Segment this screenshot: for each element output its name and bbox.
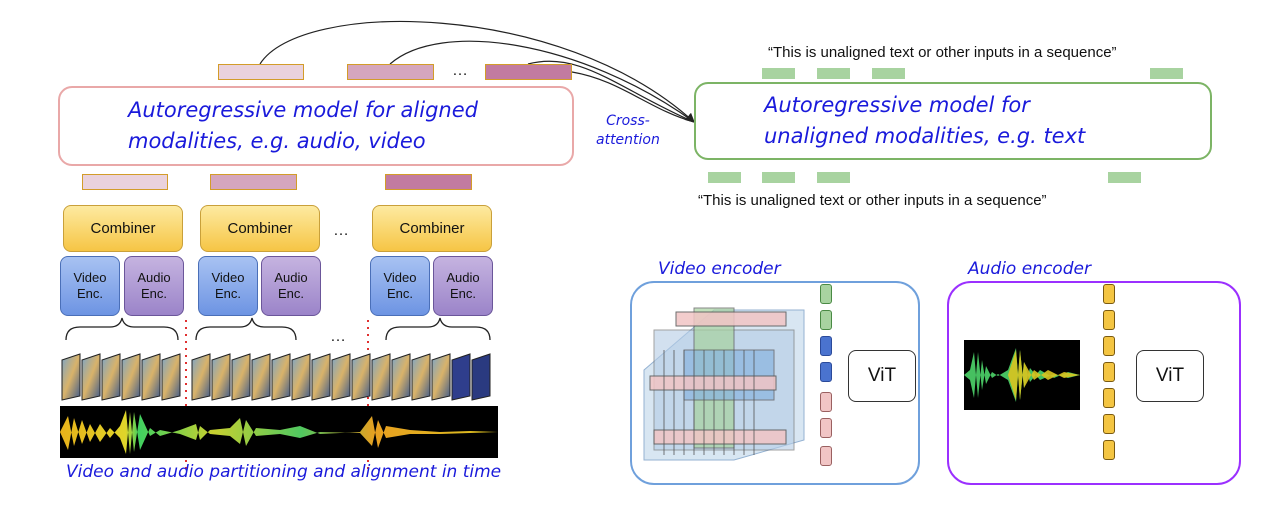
audio-token	[1103, 310, 1115, 330]
text-token	[762, 172, 795, 183]
audio-token	[1103, 336, 1115, 356]
output-token	[347, 64, 434, 80]
video-vit: ViT	[848, 350, 916, 402]
partition-brace	[385, 317, 491, 341]
audio-enc: Audio Enc.	[433, 256, 493, 316]
video-encoder-panel	[630, 281, 920, 485]
text-token	[872, 68, 905, 79]
combiner-label: Combiner	[90, 220, 156, 237]
combiner-label: Combiner	[227, 220, 293, 237]
input-token	[385, 174, 472, 190]
text-sequence-bottom: “This is unaligned text or other inputs …	[698, 192, 1047, 209]
audio-vit: ViT	[1136, 350, 1204, 402]
aligned-model-label: Autoregressive model for aligned modalit…	[128, 98, 478, 153]
ellipsis: …	[333, 222, 350, 239]
audio-encoder-title: Audio encoder	[968, 259, 1091, 279]
video-token	[820, 336, 832, 356]
audio-waveform	[60, 406, 498, 458]
audio-token	[1103, 440, 1115, 460]
text-token	[1150, 68, 1183, 79]
output-token	[218, 64, 304, 80]
partition-brace	[65, 317, 179, 341]
partition-caption: Video and audio partitioning and alignme…	[66, 462, 502, 482]
audio-token	[1103, 414, 1115, 434]
audio-spectrogram	[964, 340, 1080, 410]
aligned-model-box: Autoregressive model for aligned modalit…	[58, 86, 574, 166]
ellipsis: …	[452, 62, 469, 79]
input-token	[82, 174, 168, 190]
unaligned-model-box: Autoregressive model for unaligned modal…	[694, 82, 1212, 160]
text-token	[708, 172, 741, 183]
combiner: Combiner	[372, 205, 492, 252]
text-token	[817, 68, 850, 79]
video-token	[820, 446, 832, 466]
text-token	[1108, 172, 1141, 183]
video-token	[820, 418, 832, 438]
audio-token	[1103, 388, 1115, 408]
ellipsis: …	[330, 328, 347, 345]
combiner: Combiner	[200, 205, 320, 252]
video-token	[820, 362, 832, 382]
combiner-label: Combiner	[399, 220, 465, 237]
audio-encoder-panel	[947, 281, 1241, 485]
input-token	[210, 174, 297, 190]
video-token	[820, 392, 832, 412]
partition-brace	[195, 317, 297, 341]
video-enc: Video Enc.	[370, 256, 430, 316]
video-token	[820, 310, 832, 330]
audio-token	[1103, 284, 1115, 304]
audio-enc: Audio Enc.	[124, 256, 184, 316]
video-enc: Video Enc.	[198, 256, 258, 316]
unaligned-model-label: Autoregressive model for unaligned modal…	[764, 93, 1086, 148]
video-patch-cube	[643, 307, 805, 461]
text-token	[817, 172, 850, 183]
audio-token	[1103, 362, 1115, 382]
combiner: Combiner	[63, 205, 183, 252]
video-frames	[61, 353, 491, 401]
video-encoder-title: Video encoder	[658, 259, 781, 279]
audio-enc: Audio Enc.	[261, 256, 321, 316]
output-token	[485, 64, 572, 80]
video-token	[820, 284, 832, 304]
video-enc: Video Enc.	[60, 256, 120, 316]
text-sequence-top: “This is unaligned text or other inputs …	[768, 44, 1117, 61]
text-token	[762, 68, 795, 79]
cross-attention-label: Cross- attention	[596, 113, 660, 148]
